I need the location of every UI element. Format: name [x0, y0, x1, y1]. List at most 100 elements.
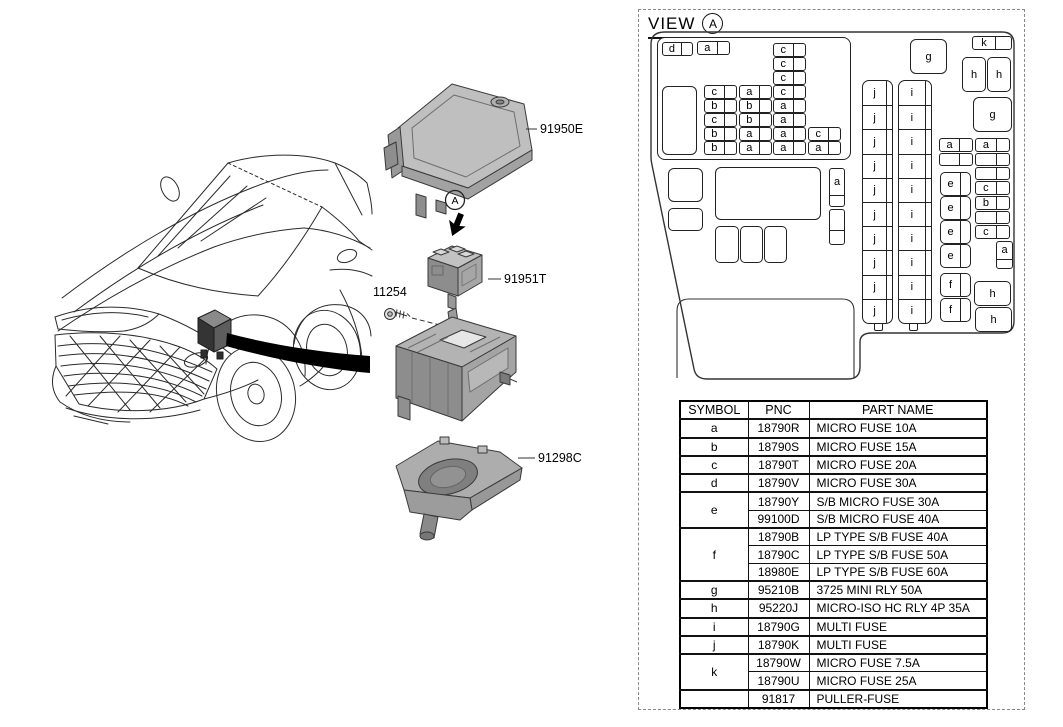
pnc-cell: 18790G: [747, 616, 810, 637]
fuse-slot-blank: [975, 211, 1010, 224]
part-name-cell: MICRO FUSE 7.5A: [808, 653, 988, 673]
cover-part-91950e: [383, 83, 533, 219]
column-header: PNC: [747, 400, 810, 420]
fuse-slot-e: e: [940, 244, 971, 268]
fuse-slot-j: j: [863, 177, 892, 202]
symbol-cell: j: [679, 634, 749, 655]
fuse-slot-j: j: [863, 226, 892, 251]
fuse-slot-a: a: [829, 168, 845, 207]
fuse-slot-a: a: [939, 138, 973, 152]
pnc-cell: 18790W: [747, 653, 810, 673]
car-illustration: [52, 154, 373, 443]
fuse-slot-k: k: [972, 36, 1012, 50]
label-relay-box: 91951T: [504, 272, 547, 286]
fuse-slot-i: i: [899, 274, 931, 299]
fuse-slot-f: f: [940, 273, 971, 297]
fuse-slot-blank: [939, 153, 973, 166]
pnc-cell: 18790S: [747, 436, 810, 457]
symbol-cell: e: [679, 491, 749, 529]
relay-box-part-91951t: [427, 245, 483, 311]
view-marker-circle: A: [702, 13, 724, 34]
exploded-view-illustration: A: [52, 83, 583, 541]
label-bolt: 11254: [373, 285, 407, 299]
fuse-slot-g: g: [973, 97, 1012, 132]
pnc-cell: 95220J: [747, 598, 810, 619]
fuse-slot-i: i: [899, 177, 931, 202]
pnc-cell: 95210B: [747, 579, 810, 600]
fuse-slot-c: c: [773, 71, 806, 85]
fuse-slot-i: i: [899, 226, 931, 251]
fuse-slot-e: e: [940, 196, 971, 220]
symbol-cell: c: [679, 454, 749, 475]
fuse-slot-j: j: [863, 250, 892, 275]
view-title-text: VIEW: [648, 13, 696, 33]
fuse-slot-blank: [764, 226, 787, 263]
fuse-slot-i: i: [899, 105, 931, 130]
fuse-slot-a: a: [808, 141, 841, 155]
fuse-slot-e: e: [940, 220, 971, 244]
pnc-cell: 91817: [747, 688, 810, 709]
symbol-cell: d: [679, 473, 749, 493]
symbol-cell: b: [679, 436, 749, 457]
fuse-slot-a: a: [697, 41, 730, 55]
fuse-slot-blank: [740, 226, 763, 263]
part-name-cell: 3725 MINI RLY 50A: [808, 579, 988, 600]
fuse-slot-blank: [975, 167, 1010, 180]
pnc-cell: 99100D: [747, 509, 810, 529]
part-name-cell: MICRO FUSE 30A: [808, 473, 988, 493]
fuse-slot-blank: [829, 209, 845, 245]
fuse-slot-i: i: [899, 129, 931, 154]
fuse-slot-blank: [668, 208, 703, 231]
fuse-slot-a: a: [773, 141, 806, 155]
fuse-slot-c: c: [773, 43, 806, 57]
part-name-cell: LP TYPE S/B FUSE 50A: [808, 545, 988, 564]
fuse-slot-b: b: [739, 113, 772, 127]
part-name-cell: MICRO FUSE 25A: [808, 671, 988, 691]
pnc-cell: 18790V: [747, 473, 810, 493]
part-name-cell: MICRO FUSE 15A: [808, 436, 988, 457]
label-cover: 91950E: [540, 122, 583, 136]
fuse-slot-h: h: [987, 57, 1011, 92]
pnc-cell: 18790R: [747, 418, 810, 439]
fuse-slot-blank: [715, 167, 821, 220]
fuse-slot-f: f: [940, 298, 971, 322]
fusebox-body-part: [395, 307, 518, 422]
part-name-cell: LP TYPE S/B FUSE 60A: [808, 562, 988, 582]
part-name-cell: S/B MICRO FUSE 30A: [808, 491, 988, 511]
fuse-slot-b: b: [704, 99, 737, 113]
fuse-slot-blank: [975, 153, 1010, 166]
view-marker-letter: A: [708, 16, 717, 31]
fuse-slot-d: d: [662, 42, 693, 56]
fuse-slot-a: a: [996, 241, 1013, 269]
part-name-cell: MULTI FUSE: [808, 616, 988, 637]
part-name-cell: LP TYPE S/B FUSE 40A: [808, 527, 988, 547]
symbol-cell: g: [679, 579, 749, 600]
fuse-slot-a: a: [773, 127, 806, 141]
view-a-callout-letter: A: [451, 195, 458, 207]
pnc-cell: 18790C: [747, 545, 810, 564]
fuse-slot-b: b: [704, 127, 737, 141]
symbol-cell: i: [679, 616, 749, 637]
fuse-slot-b: b: [975, 196, 1010, 210]
fuse-slot-e: e: [940, 172, 971, 196]
fuse-slot-i: i: [899, 298, 931, 323]
fuse-slot-i: i: [899, 250, 931, 275]
part-name-cell: S/B MICRO FUSE 40A: [808, 509, 988, 529]
fuse-slot-blank: [662, 86, 697, 155]
pnc-cell: 18980E: [747, 562, 810, 582]
fuse-slot-j: j: [863, 81, 892, 106]
part-name-cell: MICRO FUSE 10A: [808, 418, 988, 439]
